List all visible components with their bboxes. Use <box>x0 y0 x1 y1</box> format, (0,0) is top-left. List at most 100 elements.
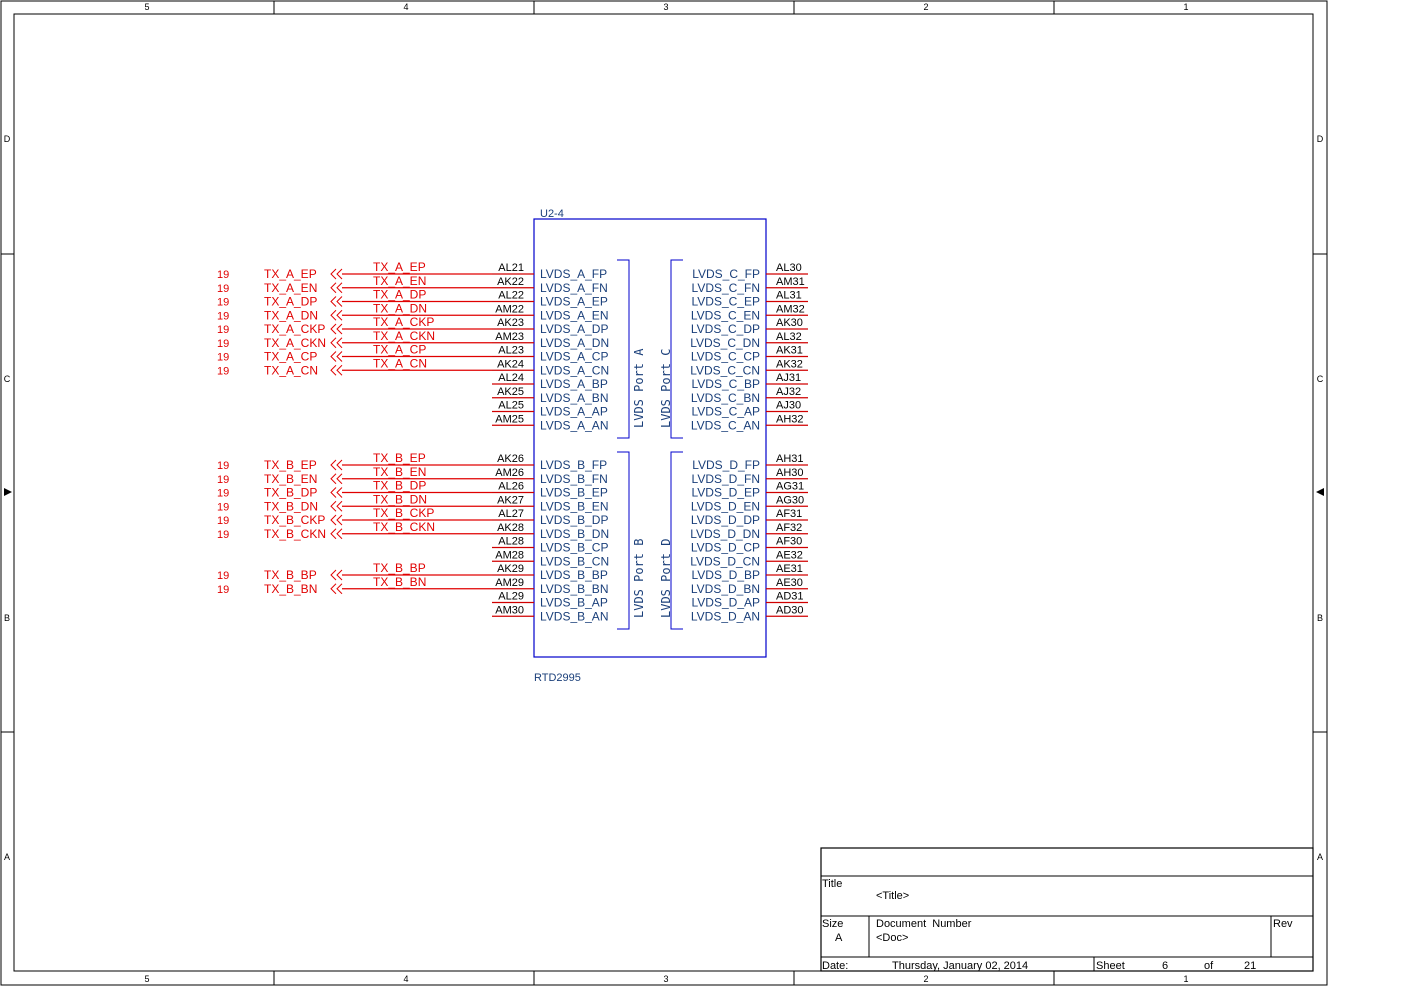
pin-name: LVDS_C_DN <box>690 336 760 350</box>
pin-name: LVDS_B_FN <box>540 472 608 486</box>
pin-group-right-bottom: AH31LVDS_D_FPAH30LVDS_D_FNAG31LVDS_D_EPA… <box>690 453 808 623</box>
pin-name: LVDS_D_DP <box>691 513 760 527</box>
document-number-value: <Doc> <box>876 932 908 944</box>
pin-number: AM31 <box>776 276 805 288</box>
offpage-connector-icon <box>330 500 337 512</box>
pin-number: AE31 <box>776 563 803 575</box>
pin-name: LVDS_B_EP <box>540 486 608 500</box>
group-label-port-d: LVDS Port D <box>659 539 673 618</box>
pin-number: AM29 <box>495 577 524 589</box>
pin-name: LVDS_A_EP <box>540 295 608 309</box>
pin-name: LVDS_B_BN <box>540 582 608 596</box>
component-u2-4[interactable]: U2-4 RTD2995 LVDS Port A LVDS Port C LVD… <box>492 208 808 684</box>
pin-number: AK29 <box>497 563 524 575</box>
zone-row-label: D <box>1317 134 1324 144</box>
pin-name: LVDS_C_EP <box>692 295 760 309</box>
offpage-connector-icon <box>336 282 343 294</box>
group-bracket <box>617 451 630 630</box>
net-page-ref: 19 <box>217 529 229 541</box>
net-wire-label: TX_A_CKN <box>373 329 435 343</box>
net-wire-label: TX_A_DN <box>373 301 427 315</box>
pin-number: AJ32 <box>776 386 801 398</box>
pin-number: AH31 <box>776 453 804 465</box>
pin-name: LVDS_D_EP <box>692 486 760 500</box>
net-page-ref: 19 <box>217 269 229 281</box>
pin-number: AK27 <box>497 494 524 506</box>
pin-name: LVDS_C_DP <box>691 322 760 336</box>
component-ref: U2-4 <box>540 208 564 220</box>
net-port-label: TX_A_CP <box>264 350 317 364</box>
pin[interactable]: AM29 LVDS_B_BN <box>492 577 608 596</box>
zone-col-label: 3 <box>663 2 668 12</box>
offpage-connector-icon <box>330 583 337 595</box>
pin-name: LVDS_C_FP <box>692 267 760 281</box>
sheet-total: 21 <box>1244 960 1256 972</box>
group-bracket <box>670 259 683 439</box>
